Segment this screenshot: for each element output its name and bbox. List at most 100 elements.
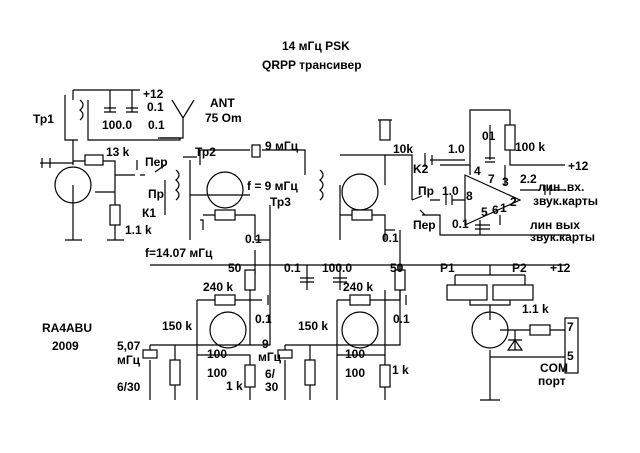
- author-year: 2009: [52, 339, 79, 353]
- label-relay: P2: [512, 261, 527, 275]
- label-cap: 100: [207, 366, 227, 380]
- label-rx: Пр: [148, 187, 164, 201]
- resistor-osc: [214, 209, 236, 221]
- transistor-vt4: [209, 311, 247, 349]
- label-trimmer: 30: [265, 380, 279, 394]
- crystal-9mhz: [251, 144, 261, 158]
- label-pin: 8: [466, 189, 473, 203]
- label-plus12: +12: [143, 87, 164, 101]
- crystal-9b: [277, 349, 293, 359]
- crystal-5-07: [142, 349, 158, 359]
- label-resistor: 1.1 k: [522, 302, 549, 316]
- resistor-240k-b: [349, 294, 371, 306]
- relay-p2: [492, 284, 534, 301]
- label-crystal: 9 мГц: [265, 139, 299, 153]
- label-line-in: лин .вх.: [538, 180, 584, 194]
- resistor-100k: [504, 124, 516, 151]
- label-cap: 100: [345, 366, 365, 380]
- label-crystal: 5,07: [117, 339, 141, 353]
- transformer-coils: [79, 99, 324, 201]
- label-cap: 0.1: [393, 312, 410, 326]
- label-pin: 5: [567, 349, 574, 363]
- label-resistor: 50: [228, 261, 242, 275]
- label-frequency: f = 9 мГц: [247, 179, 298, 193]
- label-cap: 0.1: [147, 100, 164, 114]
- label-resistor: 10k: [393, 142, 413, 156]
- com-port-connector: [564, 317, 579, 374]
- label-resistor: 100 k: [515, 140, 545, 154]
- resistor-240k-a: [214, 294, 236, 306]
- label-com: COM: [540, 361, 568, 375]
- author-callsign: RA4ABU: [42, 321, 92, 335]
- label-resistor: 150 k: [298, 319, 328, 333]
- resistor-1-1k-b: [529, 324, 551, 336]
- label-cap: 0.1: [245, 232, 262, 246]
- label-cap: 100: [207, 347, 227, 361]
- label-pin: 1: [500, 201, 507, 215]
- label-line-out: звук.карты: [530, 230, 595, 244]
- label-cap: 0.1: [255, 312, 272, 326]
- label-trimmer: 6/: [265, 367, 276, 381]
- label-plus12: +12: [568, 159, 589, 173]
- label-resistor: 1.1 k: [125, 223, 152, 237]
- label-trimmer: 6/30: [117, 380, 141, 394]
- label-com: порт: [538, 374, 566, 388]
- label-cap: 0.1: [382, 231, 399, 245]
- label-pin: 7: [488, 172, 495, 186]
- resistor-150k-a: [169, 359, 181, 386]
- transistor-vt1: [54, 166, 92, 204]
- transistor-vt3: [341, 173, 379, 211]
- label-cap: 0.1: [452, 217, 469, 231]
- wires: [40, 89, 570, 401]
- label-tx: Пер: [145, 155, 168, 169]
- relay-p1: [446, 284, 488, 301]
- label-ant: ANT: [210, 96, 235, 110]
- resistor-50b: [394, 269, 406, 291]
- label-plus12: +12: [550, 261, 571, 275]
- op-amp: [464, 174, 522, 226]
- label-cap: 100.0: [102, 118, 132, 132]
- label-cap: 0.1: [284, 261, 301, 275]
- label-k1: К1: [142, 206, 156, 220]
- title-line1: 14 мГц PSK: [282, 39, 350, 53]
- components: [54, 99, 579, 388]
- resistor-10k: [379, 119, 391, 141]
- label-rx: Пр: [418, 184, 434, 198]
- label-cap: 0.1: [148, 118, 165, 132]
- resistor-50a: [244, 269, 256, 291]
- label-line-in: звук.карты: [533, 194, 598, 208]
- resistor-1k-a: [244, 364, 256, 388]
- label-pin: 7: [567, 320, 574, 334]
- resistor-mix: [351, 209, 373, 221]
- label-resistor: 50: [390, 261, 404, 275]
- transistor-vt2: [206, 171, 244, 209]
- label-resistor: 1 k: [392, 363, 409, 377]
- label-crystal: 9: [262, 337, 269, 351]
- label-resistor: 13 k: [106, 145, 130, 159]
- label-pin: 6: [492, 203, 499, 217]
- label-cap: 1.0: [448, 142, 465, 156]
- label-cap: 1.0: [442, 184, 459, 198]
- label-cap: 01: [482, 129, 496, 143]
- label-tx: Пер: [413, 218, 436, 232]
- label-crystal: мГц: [258, 350, 282, 364]
- label-resistor: 1 k: [226, 379, 243, 393]
- label-pin: 2: [510, 195, 517, 209]
- label-tr3: Тр3: [270, 195, 291, 209]
- resistor-1k-b: [379, 364, 391, 388]
- label-line-out: лин вых: [530, 218, 580, 232]
- label-pin: 3: [502, 175, 509, 189]
- label-pin: 4: [474, 164, 481, 178]
- label-frequency: f=14.07 мГц: [145, 246, 213, 260]
- label-relay: P1: [440, 261, 455, 275]
- label-resistor: 150 k: [162, 319, 192, 333]
- label-cap: 2.2: [520, 172, 537, 186]
- label-pin: 5: [481, 205, 488, 219]
- resistor-1-1k: [109, 204, 121, 226]
- label-ant-impedance: 75 Om: [205, 111, 242, 125]
- label-tr1: Тр1: [33, 112, 54, 126]
- resistor-150k-b: [304, 359, 316, 386]
- label-tr2: Тр2: [195, 145, 216, 159]
